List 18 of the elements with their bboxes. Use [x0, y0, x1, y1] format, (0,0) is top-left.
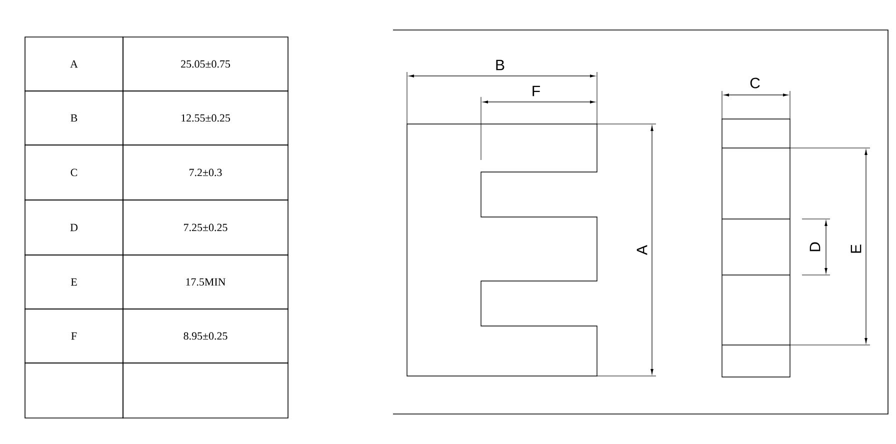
dimension-label: B	[496, 60, 504, 70]
table-cell: D	[24, 200, 124, 256]
table-cell: 8.95±0.25	[122, 308, 288, 364]
dimension-label: D	[810, 242, 820, 252]
table-cell: C	[24, 144, 124, 200]
table-cell: 25.05±0.75	[122, 36, 288, 92]
table-cell: 12.55±0.25	[122, 90, 288, 146]
dimension-label: F	[532, 86, 540, 96]
table-cell: E	[24, 254, 124, 310]
table-cell: B	[24, 90, 124, 146]
table-cell: A	[24, 36, 124, 92]
table-cell: F	[24, 308, 124, 364]
dimension-label: C	[750, 78, 760, 88]
table-cell: 7.25±0.25	[122, 200, 288, 256]
dimension-label: E	[850, 244, 862, 253]
table-cell: 7.2±0.3	[122, 144, 288, 200]
table-cell: 17.5MIN	[122, 254, 288, 310]
dimension-label: A	[636, 245, 648, 255]
